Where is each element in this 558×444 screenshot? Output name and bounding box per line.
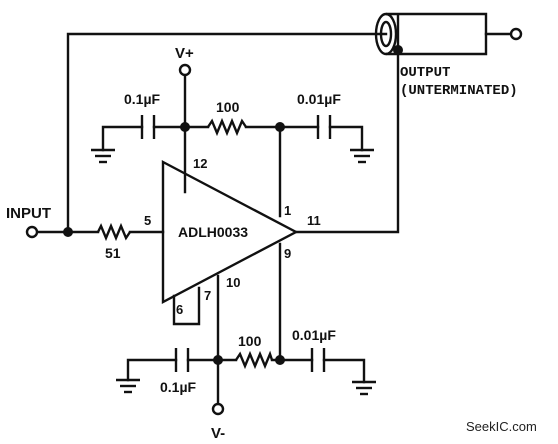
pin-10-label: 10 <box>226 275 240 290</box>
pin-1-label: 1 <box>284 203 291 218</box>
output-label-note: (UNTERMINATED) <box>400 83 518 99</box>
pin-9-label: 9 <box>284 246 291 261</box>
capacitor-bottom-right-label: 0.01µF <box>292 327 336 343</box>
pin-6-label: 6 <box>176 302 183 317</box>
vminus-terminal <box>211 402 225 416</box>
capacitor-bottom-left <box>174 348 190 372</box>
resistor-51-label: 51 <box>105 245 121 261</box>
capacitor-top-right-label: 0.01µF <box>297 91 341 107</box>
ground-icon <box>350 148 374 164</box>
chip-name: ADLH0033 <box>178 224 248 240</box>
top-rail-cap-left <box>101 125 144 152</box>
resistor-51 <box>96 222 131 242</box>
junction-dot <box>180 122 190 132</box>
wires <box>36 32 512 406</box>
ground-icon <box>91 148 115 164</box>
vminus-label: V- <box>211 425 225 442</box>
input-label: INPUT <box>6 205 51 222</box>
pin-7-label: 7 <box>204 288 211 303</box>
capacitor-top-right <box>316 115 332 139</box>
vplus-terminal <box>178 63 192 77</box>
junction-dot <box>63 227 73 237</box>
pin-11-label: 11 <box>307 213 321 228</box>
junction-dot <box>213 355 223 365</box>
capacitor-bottom-left-label: 0.1µF <box>160 379 197 395</box>
input-terminal <box>25 225 39 239</box>
pin-5-label: 5 <box>144 213 151 228</box>
junction-dot <box>275 122 285 132</box>
capacitor-top-left <box>140 115 156 139</box>
output-label: OUTPUT <box>400 65 450 81</box>
junction-dot <box>275 355 285 365</box>
watermark: SeekIC.com <box>466 419 537 434</box>
resistor-100-bottom <box>235 350 274 370</box>
top-rail-cap-right <box>328 125 364 152</box>
pin6-7-loop <box>172 286 201 326</box>
bottom-rail-cap-right <box>322 358 366 384</box>
output-terminal <box>509 27 523 41</box>
ground-icon <box>352 380 376 396</box>
resistor-100-bottom-label: 100 <box>238 333 262 349</box>
coax-cable-icon <box>374 12 488 56</box>
resistor-100-top <box>207 117 247 137</box>
resistor-100-top-label: 100 <box>216 99 240 115</box>
capacitor-top-left-label: 0.1µF <box>124 91 161 107</box>
ground-icon <box>116 378 140 394</box>
amplifier-symbol <box>161 160 299 304</box>
output-return-wire <box>294 48 400 234</box>
feedback-wire <box>66 32 388 234</box>
capacitor-bottom-right <box>310 348 326 372</box>
bottom-rail-cap-left <box>126 358 178 382</box>
junction-dot <box>393 45 403 55</box>
pin-12-label: 12 <box>193 156 207 171</box>
vplus-label: V+ <box>175 45 194 62</box>
